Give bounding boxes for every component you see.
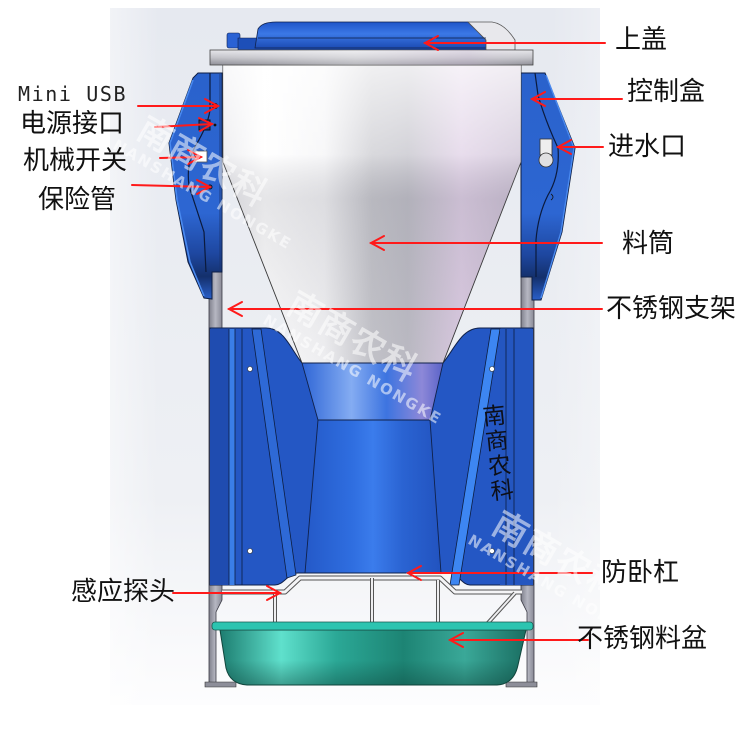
arrow-hopper <box>368 235 603 251</box>
label-mini-usb: Mini USB <box>18 82 128 106</box>
arrow-stainless-frame <box>226 301 603 317</box>
label-control-box: 控制盒 <box>627 77 706 107</box>
feed-trough <box>211 621 534 686</box>
label-top-cover: 上盖 <box>615 25 668 55</box>
stainless-frame-foot-right <box>505 681 538 688</box>
hopper <box>222 64 522 574</box>
arrow-anti-lying-bar <box>405 565 593 581</box>
hopper-blue-band <box>301 362 444 421</box>
screw-hole <box>247 548 253 554</box>
label-water-inlet: 进水口 <box>608 132 687 162</box>
arrow-control-box <box>529 91 623 107</box>
label-power-port: 电源接口 <box>20 109 125 139</box>
hopper-outlet-tube <box>304 419 442 574</box>
arrow-mini-usb <box>137 98 221 114</box>
stainless-frame-foot-left <box>204 681 237 688</box>
label-hopper: 料筒 <box>622 229 675 259</box>
arrow-top-cover <box>422 35 606 51</box>
label-stainless-frame: 不锈钢支架 <box>606 294 737 324</box>
screw-hole <box>489 548 495 554</box>
arrow-sensor-probe <box>172 585 283 601</box>
water-inlet <box>538 138 554 168</box>
label-stainless-trough: 不锈钢料盆 <box>577 624 708 654</box>
feed-trough-rim <box>211 621 534 631</box>
arrow-stainless-trough <box>447 632 589 648</box>
screw-hole <box>247 366 253 372</box>
arrow-water-inlet <box>555 139 604 155</box>
arrow-fuse <box>131 179 213 195</box>
screw-hole <box>489 366 495 372</box>
label-fuse: 保险管 <box>38 185 117 215</box>
arrow-mechanical-switch <box>159 149 204 165</box>
arrow-power-port <box>154 117 215 132</box>
label-mechanical-switch: 机械开关 <box>23 146 128 176</box>
label-sensor-probe: 感应探头 <box>71 577 176 607</box>
label-anti-lying-bar: 防卧杠 <box>601 558 680 588</box>
